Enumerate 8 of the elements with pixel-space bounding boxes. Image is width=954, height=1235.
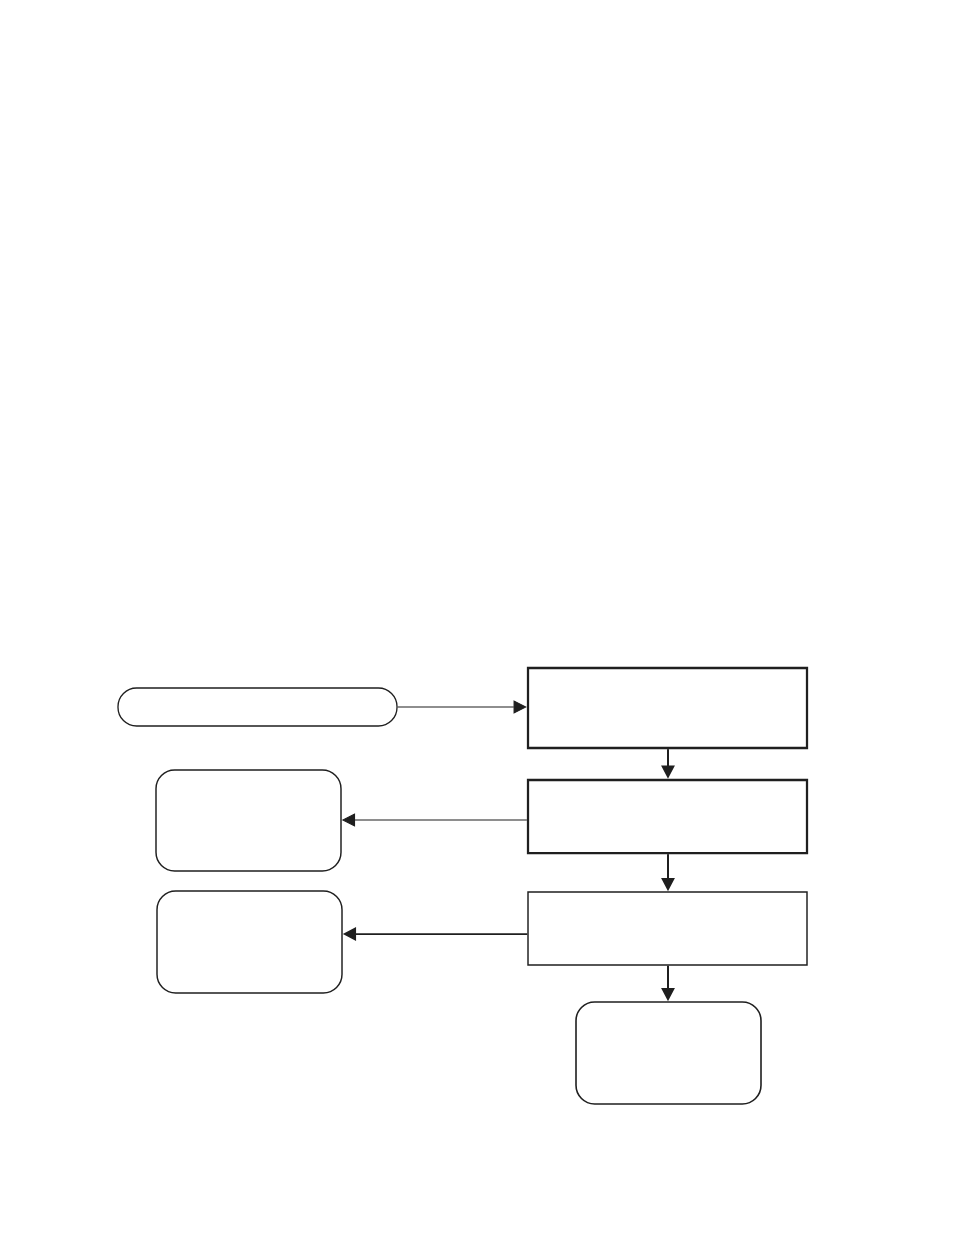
process-box	[526, 778, 809, 855]
arrow	[397, 700, 527, 714]
process-box	[527, 891, 808, 966]
rounded-box	[575, 1001, 762, 1105]
pill-box	[117, 687, 398, 727]
rounded-box	[156, 890, 343, 994]
rounded-box	[155, 769, 342, 872]
process-box	[526, 666, 809, 750]
